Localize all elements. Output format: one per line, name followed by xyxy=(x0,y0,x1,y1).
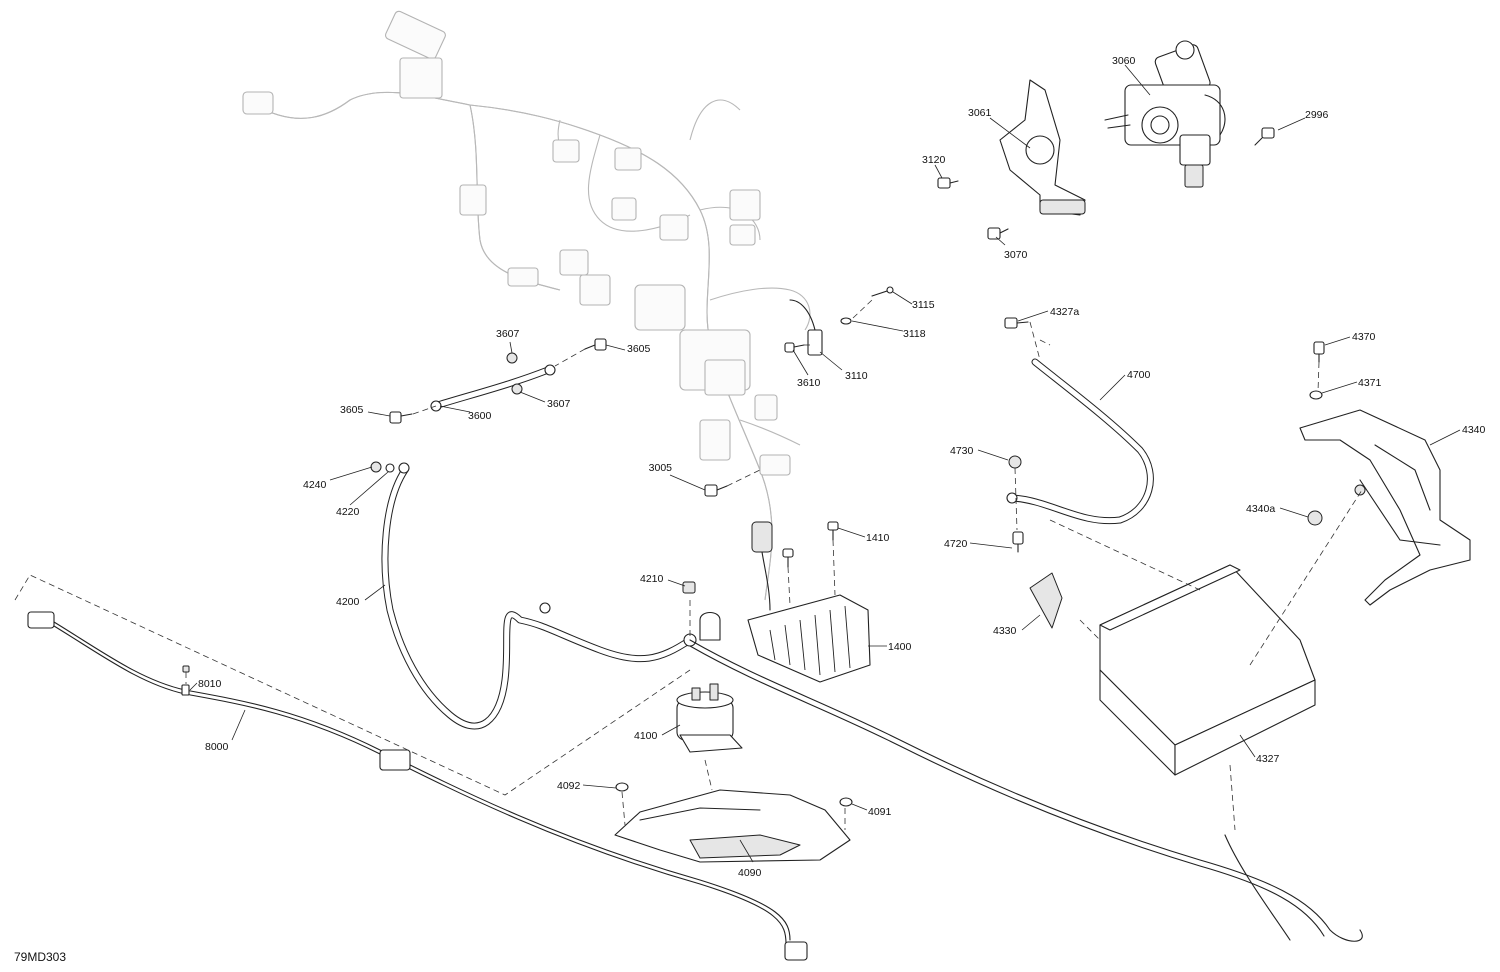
label-4340a: 4340a xyxy=(1246,503,1275,515)
battery-4327 xyxy=(1099,564,1316,776)
bolt-3120 xyxy=(937,177,959,189)
harness-run-to-right xyxy=(689,639,1363,942)
throttle-bracket-3061 xyxy=(999,79,1086,216)
bolt-3605-top xyxy=(584,338,607,351)
label-2996: 2996 xyxy=(1305,109,1329,121)
label-3607-bottom: 3607 xyxy=(547,398,571,410)
nut-3607-top xyxy=(506,352,518,364)
starter-solenoid-4100 xyxy=(676,611,743,753)
label-1400: 1400 xyxy=(888,641,912,653)
throttle-actuator-3060 xyxy=(1104,40,1226,188)
label-3061: 3061 xyxy=(968,107,992,119)
clip-8010 xyxy=(181,665,190,696)
diagram-code: 79MD303 xyxy=(14,950,66,964)
label-3070: 3070 xyxy=(1004,249,1028,261)
bolt-3605-bottom xyxy=(389,411,413,424)
screw-1410 xyxy=(782,521,839,568)
leader-lines xyxy=(189,64,1461,863)
label-8010: 8010 xyxy=(198,678,222,690)
ground-strap-3600 xyxy=(430,364,556,412)
label-4240: 4240 xyxy=(303,479,327,491)
nut-4730 xyxy=(1008,455,1022,469)
label-4220: 4220 xyxy=(336,506,360,518)
label-1410: 1410 xyxy=(866,532,890,544)
rivet-4092 xyxy=(615,782,629,792)
nut-3607-bottom xyxy=(511,383,523,395)
rivet-4091 xyxy=(839,797,853,807)
nut-4220 xyxy=(385,463,395,473)
battery-strap-4700 xyxy=(1006,358,1154,525)
bolt-3115 xyxy=(871,286,894,297)
label-4210: 4210 xyxy=(640,573,664,585)
label-4370: 4370 xyxy=(1352,331,1376,343)
assembly-lines xyxy=(14,299,1363,831)
bolt-2996 xyxy=(1254,127,1275,146)
label-4327a: 4327a xyxy=(1050,306,1079,318)
bolt-3070 xyxy=(987,227,1009,240)
bolt-4327a xyxy=(1004,317,1029,329)
label-3610: 3610 xyxy=(797,377,821,389)
terminal-cover-4330 xyxy=(1029,572,1063,629)
battery-cable-4200 xyxy=(381,462,697,730)
label-3605-bottom: 3605 xyxy=(340,404,364,416)
label-4090: 4090 xyxy=(738,867,762,879)
label-4327: 4327 xyxy=(1256,753,1280,765)
callout-labels: 2996 3005 3060 3061 3070 3110 3115 3118 … xyxy=(198,55,1486,879)
bolt-4370 xyxy=(1313,341,1325,363)
nut-4340a xyxy=(1307,484,1366,526)
label-4091: 4091 xyxy=(868,806,892,818)
label-4330: 4330 xyxy=(993,625,1017,637)
nut-4210 xyxy=(682,581,696,594)
bolt-3005 xyxy=(704,484,728,497)
mounting-plate-4090 xyxy=(614,789,851,863)
label-4340: 4340 xyxy=(1462,424,1486,436)
battery-bracket-4340 xyxy=(1299,409,1471,606)
harness-8000 xyxy=(27,611,808,961)
label-4371: 4371 xyxy=(1358,377,1382,389)
bolt-4720 xyxy=(1012,531,1024,553)
label-4200: 4200 xyxy=(336,596,360,608)
label-3118: 3118 xyxy=(903,328,926,340)
label-3005: 3005 xyxy=(649,462,673,474)
label-4700: 4700 xyxy=(1127,369,1151,381)
label-3060: 3060 xyxy=(1112,55,1136,67)
label-3115: 3115 xyxy=(912,299,935,311)
bolt-3610 xyxy=(784,342,805,353)
washer-4371 xyxy=(1309,390,1323,400)
voltage-regulator-1400 xyxy=(747,521,871,683)
label-4100: 4100 xyxy=(634,730,658,742)
label-3110: 3110 xyxy=(845,370,868,382)
label-4720: 4720 xyxy=(944,538,968,550)
sensor-3110 xyxy=(789,299,823,356)
label-3120: 3120 xyxy=(922,154,946,166)
label-8000: 8000 xyxy=(205,741,229,753)
label-3600: 3600 xyxy=(468,410,492,422)
label-3607-top: 3607 xyxy=(496,328,520,340)
washer-3118 xyxy=(840,317,852,325)
main-wiring-harness-ghost xyxy=(242,10,811,601)
label-4092: 4092 xyxy=(557,780,581,792)
label-4730: 4730 xyxy=(950,445,974,457)
label-3605-top: 3605 xyxy=(627,343,651,355)
nut-4240 xyxy=(370,461,382,473)
